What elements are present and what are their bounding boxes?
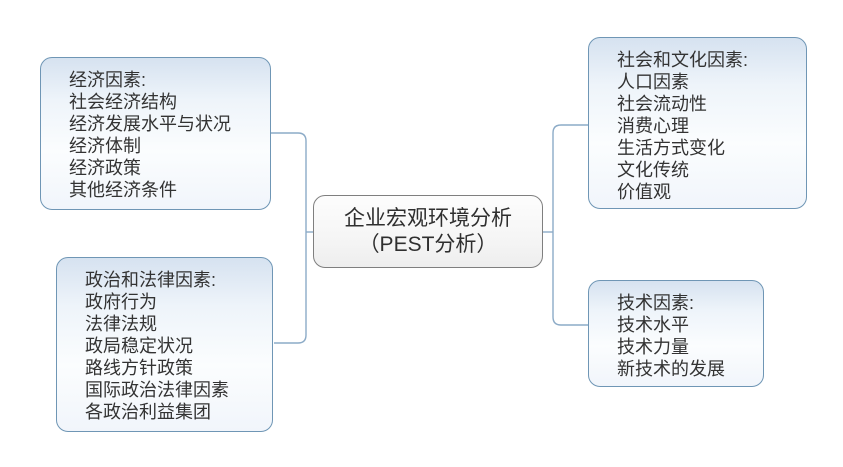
factor-item: 价值观	[617, 182, 671, 202]
factor-box-tech: 技术因素: 技术水平 技术力量 新技术的发展	[588, 280, 764, 387]
factor-box-title: 政治和法律因素:	[85, 270, 217, 290]
factor-item: 社会流动性	[617, 94, 707, 114]
factor-item: 政局稳定状况	[85, 336, 193, 356]
factor-box-title: 经济因素:	[69, 70, 147, 90]
factor-box-social: 社会和文化因素: 人口因素 社会流动性 消费心理 生活方式变化 文化传统 价值观	[588, 37, 807, 209]
factor-box-political: 政治和法律因素: 政府行为 法律法规 政局稳定状况 路线方针政策 国际政治法律因…	[56, 257, 273, 432]
factor-item: 社会经济结构	[69, 92, 177, 112]
factor-item: 新技术的发展	[617, 359, 725, 379]
center-box: 企业宏观环境分析 （PEST分析）	[313, 195, 543, 268]
factor-item: 消费心理	[617, 116, 689, 136]
factor-item: 经济发展水平与状况	[69, 114, 231, 134]
factor-item: 法律法规	[85, 314, 157, 334]
factor-item: 各政治利益集团	[85, 402, 211, 422]
factor-item: 经济政策	[69, 158, 141, 178]
factor-item: 国际政治法律因素	[85, 380, 229, 400]
connector-left-bracket	[271, 132, 307, 344]
factor-box-economic: 经济因素: 社会经济结构 经济发展水平与状况 经济体制 经济政策 其他经济条件	[40, 57, 271, 210]
factor-item: 其他经济条件	[69, 180, 177, 200]
factor-item: 人口因素	[617, 72, 689, 92]
factor-item: 路线方针政策	[85, 358, 193, 378]
center-title-line2: （PEST分析）	[358, 232, 498, 256]
factor-item: 经济体制	[69, 136, 141, 156]
factor-item: 文化传统	[617, 160, 689, 180]
factor-item: 技术水平	[617, 315, 689, 335]
factor-item: 生活方式变化	[617, 138, 725, 158]
factor-box-title: 技术因素:	[617, 293, 695, 313]
factor-item: 技术力量	[617, 337, 689, 357]
factor-box-title: 社会和文化因素:	[617, 50, 749, 70]
factor-item: 政府行为	[85, 292, 157, 312]
center-title-line1: 企业宏观环境分析	[344, 206, 512, 230]
connector-right-bracket	[552, 124, 588, 326]
